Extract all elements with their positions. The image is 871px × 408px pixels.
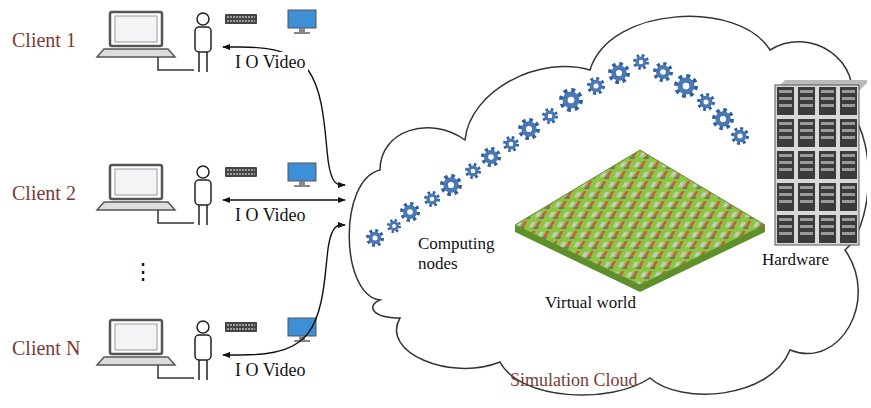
io-arrow (223, 199, 345, 200)
edge-label: I O Video (233, 205, 308, 225)
cloud-shape (345, 2, 867, 404)
client-group: Client 1 (8, 10, 223, 70)
client-name: Client 1 (12, 28, 76, 52)
client-group: Client 2 (8, 163, 223, 223)
io-arrow (223, 47, 345, 185)
edge-label: I O Video (233, 52, 308, 72)
client-name: Client N (12, 336, 80, 360)
simulation-cloud: Simulation Cloud (345, 2, 867, 404)
io-arrow (223, 225, 345, 355)
part-label: Virtual world (545, 293, 636, 313)
client-icons (97, 163, 316, 225)
cloud-caption: Simulation Cloud (510, 368, 638, 392)
part-label: Hardware (762, 250, 829, 270)
client-group: Client N (8, 318, 223, 378)
edge-label: I O Video (233, 360, 308, 380)
client-icons (97, 318, 316, 380)
client-icons (97, 10, 316, 72)
part-label: Computing nodes (418, 234, 518, 274)
client-name: Client 2 (12, 181, 76, 205)
ellipsis-mark: ⋮ (132, 262, 154, 282)
